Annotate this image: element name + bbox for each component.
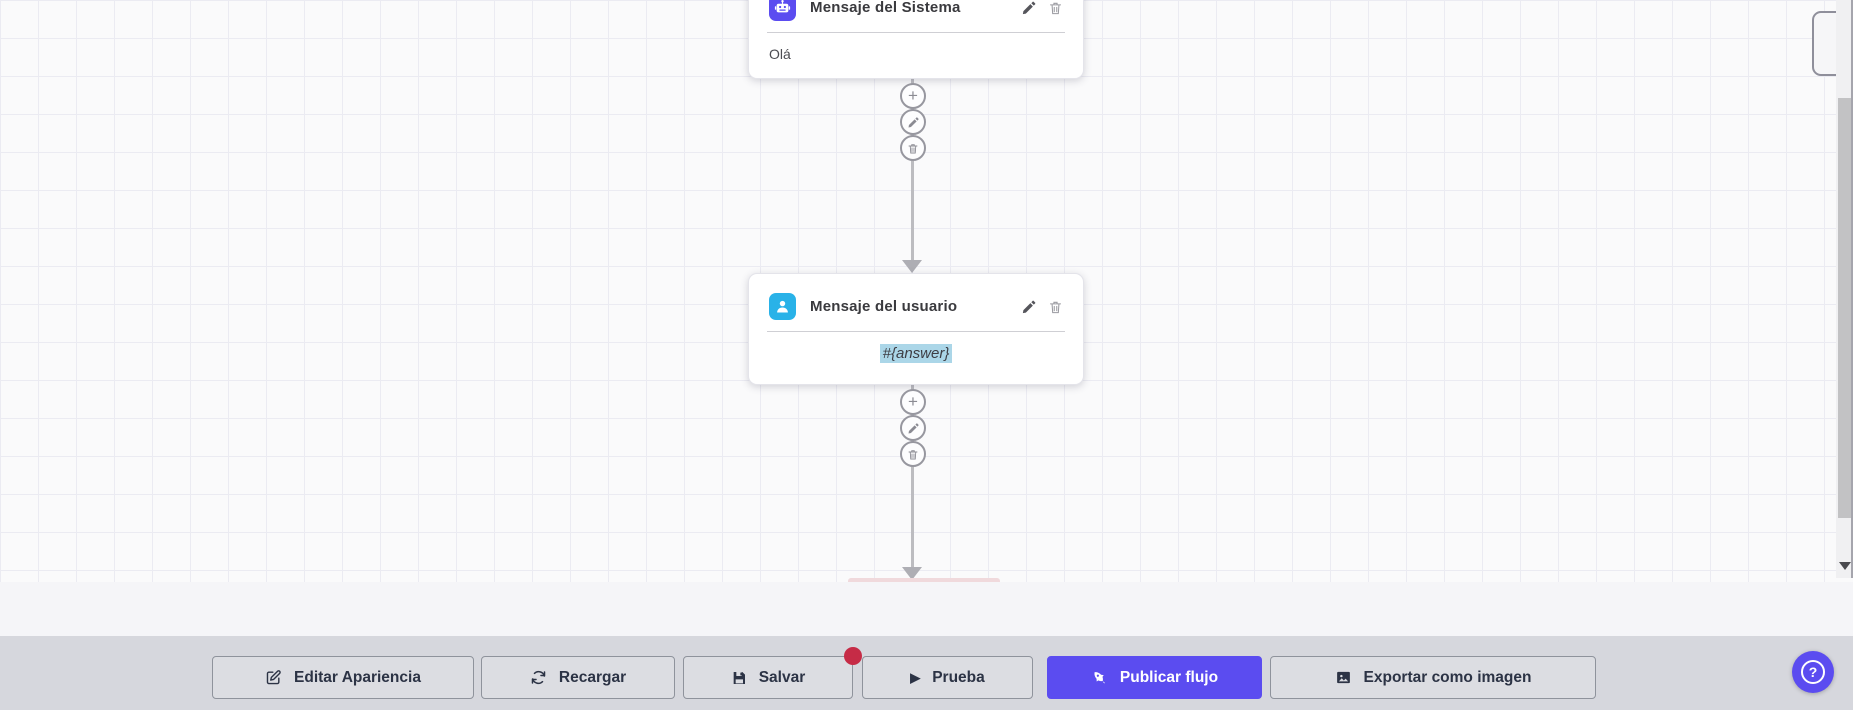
connector-line [911, 384, 914, 568]
add-node-button[interactable]: + [900, 83, 926, 109]
edit-connection-button[interactable] [900, 109, 926, 135]
rocket-icon [1094, 672, 1105, 684]
plus-icon: + [908, 86, 918, 105]
page-bottom [0, 710, 1853, 714]
delete-node-icon[interactable] [1048, 299, 1063, 315]
add-node-button[interactable]: + [900, 389, 926, 415]
divider [767, 32, 1065, 33]
variable-token: #{answer} [879, 344, 953, 363]
export-image-button[interactable]: Exportar como imagen [1270, 656, 1596, 699]
node-system-message[interactable]: Mensaje del Sistema Olá [748, 0, 1084, 79]
connector-arrow-icon [902, 567, 922, 580]
flow-canvas[interactable]: Mensaje del Sistema Olá [0, 0, 1853, 582]
play-icon: ▶ [910, 669, 921, 685]
divider [767, 331, 1065, 332]
node-title: Mensaje del Sistema [810, 0, 961, 16]
node-header: Mensaje del Sistema [749, 0, 1083, 21]
plus-icon: + [908, 392, 918, 411]
scrollbar-thumb[interactable] [1838, 98, 1851, 518]
node-title: Mensaje del usuario [810, 298, 958, 315]
edit-appearance-button[interactable]: Editar Apariencia [212, 656, 474, 699]
next-node-edge [848, 578, 1000, 582]
unsaved-changes-badge [844, 647, 862, 665]
question-mark-icon: ? [1801, 660, 1825, 684]
trash-icon [908, 449, 918, 459]
edit-node-icon[interactable] [1021, 0, 1037, 16]
pencil-icon [908, 422, 919, 433]
delete-connection-button[interactable] [900, 441, 926, 467]
save-icon [733, 671, 745, 684]
node-header: Mensaje del usuario [749, 274, 1083, 320]
save-button[interactable]: Salvar [683, 656, 853, 699]
node-body-text: Olá [769, 46, 791, 62]
scroll-down-icon[interactable] [1839, 562, 1851, 570]
node-user-message[interactable]: Mensaje del usuario #{answe [748, 273, 1084, 385]
refresh-icon [531, 670, 546, 685]
vertical-scrollbar[interactable] [1836, 0, 1853, 578]
window-edge [1851, 0, 1853, 578]
edit-node-icon[interactable] [1021, 299, 1037, 315]
canvas-footer-strip [0, 582, 1853, 636]
test-button[interactable]: ▶ Prueba [862, 656, 1033, 699]
user-icon [769, 293, 796, 320]
connector-line [911, 78, 914, 262]
delete-connection-button[interactable] [900, 135, 926, 161]
help-button[interactable]: ? [1792, 651, 1834, 693]
reload-button[interactable]: Recargar [481, 656, 675, 699]
trash-icon [908, 143, 918, 153]
robot-icon [769, 0, 796, 21]
pencil-icon [908, 116, 919, 127]
image-icon [1336, 671, 1350, 684]
publish-flow-button[interactable]: Publicar flujo [1047, 656, 1262, 699]
connector-arrow-icon [902, 260, 922, 273]
edit-icon [266, 670, 281, 685]
edit-connection-button[interactable] [900, 415, 926, 441]
delete-node-icon[interactable] [1048, 0, 1063, 16]
node-body-text: #{answer} [749, 332, 1083, 363]
